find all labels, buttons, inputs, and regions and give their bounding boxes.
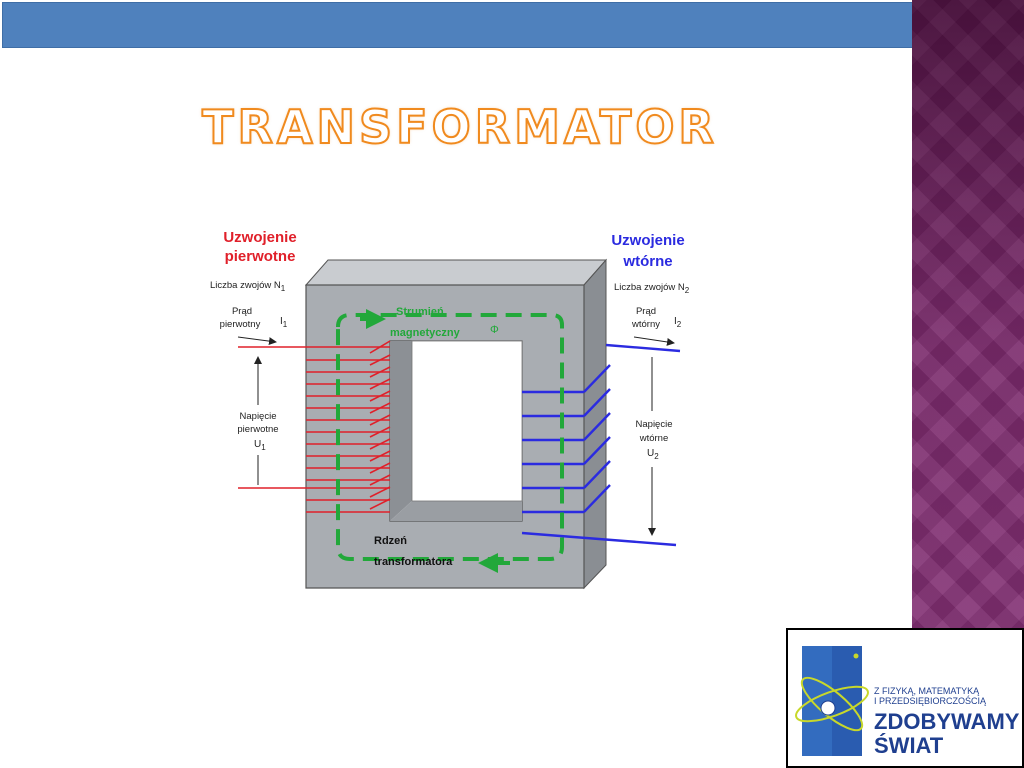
secondary-current-line1: Prąd	[636, 306, 656, 317]
secondary-winding	[521, 343, 681, 547]
primary-current-symbol: I1	[280, 316, 288, 329]
flux-label-line2: magnetyczny	[390, 327, 461, 339]
secondary-current-arrow	[633, 336, 675, 346]
flux-label-line1: Strumień	[396, 306, 444, 318]
secondary-voltage-line2: wtórne	[639, 433, 669, 444]
secondary-current-line2: wtórny	[631, 319, 660, 330]
primary-voltage-line1: Napięcie	[240, 411, 277, 422]
secondary-title-line2: wtórne	[622, 253, 672, 270]
secondary-title-line1: Uzwojenie	[611, 232, 684, 249]
project-logo: Z FIZYKĄ, MATEMATYKĄ I PRZEDSIĘBIORCZOŚC…	[786, 628, 1024, 768]
secondary-voltage-line1: Napięcie	[636, 419, 673, 430]
top-bar	[2, 2, 1024, 48]
core-label-line1: Rdzeń	[374, 535, 407, 547]
secondary-voltage-symbol: U2	[647, 448, 659, 461]
secondary-current-symbol: I2	[674, 316, 682, 329]
primary-voltage-line2: pierwotne	[237, 424, 278, 435]
secondary-turns-label: Liczba zwojów N2	[614, 282, 690, 295]
primary-title-line1: Uzwojenie	[223, 229, 296, 246]
core-window-inner-bottom	[390, 501, 522, 521]
core-top-face	[304, 259, 608, 286]
primary-winding	[238, 340, 391, 513]
primary-current-line2: pierwotny	[220, 319, 261, 330]
logo-name: ZDOBYWAMY ŚWIAT	[874, 709, 1020, 758]
core-window	[411, 340, 523, 502]
primary-title-line2: pierwotne	[225, 248, 296, 265]
slide-title: TRANSFORMATOR	[201, 99, 718, 155]
primary-turns-label: Liczba zwojów N1	[210, 280, 286, 293]
magnetic-flux-path	[336, 313, 564, 561]
core-label-line2: transformatora	[374, 556, 453, 568]
logo-tagline: Z FIZYKĄ, MATEMATYKĄ I PRZEDSIĘBIORCZOŚC…	[874, 686, 987, 706]
core-window-inner-left	[390, 341, 412, 521]
primary-current-arrow	[237, 336, 277, 346]
logo-emblem-icon	[795, 646, 869, 756]
primary-voltage-symbol: U1	[254, 439, 266, 452]
flux-symbol: Φ	[490, 324, 499, 336]
primary-current-line1: Prąd	[232, 306, 252, 317]
transformer-diagram: Uzwojenie pierwotne Liczba zwojów N1 Prą…	[210, 229, 690, 590]
